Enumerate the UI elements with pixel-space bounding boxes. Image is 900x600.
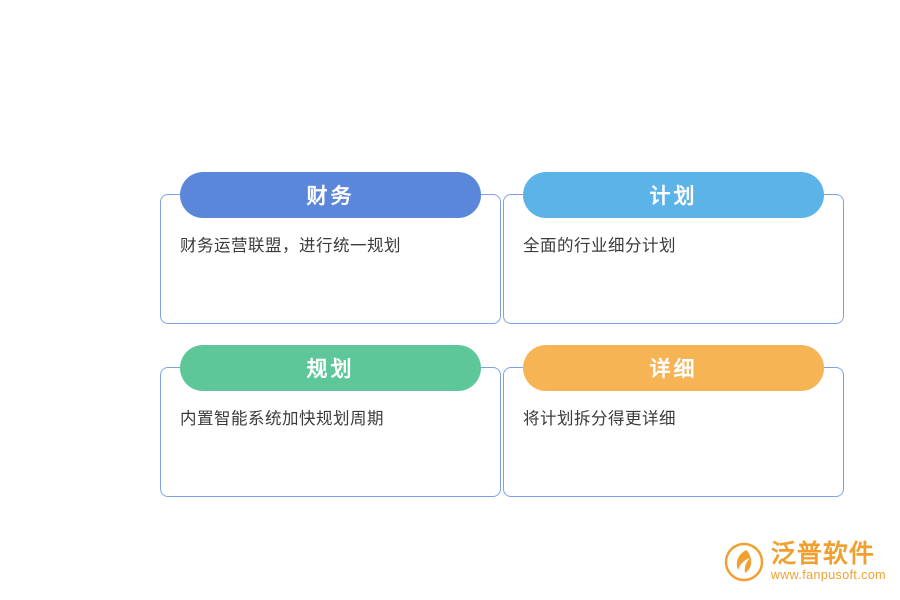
- card-planning[interactable]: 规划 内置智能系统加快规划周期: [160, 345, 503, 500]
- card-header-finance[interactable]: 财务: [180, 172, 481, 218]
- card-title: 计划: [649, 185, 698, 208]
- watermark-url: www.fanpusoft.com: [770, 568, 886, 582]
- card-title: 规划: [306, 358, 355, 381]
- card-description: 将计划拆分得更详细: [523, 410, 676, 428]
- watermark-brand: 泛普软件: [770, 539, 875, 568]
- card-header-detail[interactable]: 详细: [523, 345, 824, 391]
- watermark: 泛普软件 www.fanpusoft.com: [724, 538, 886, 586]
- card-header-plan[interactable]: 计划: [523, 172, 824, 218]
- card-title: 详细: [649, 358, 698, 381]
- card-header-planning[interactable]: 规划: [180, 345, 481, 391]
- card-description: 财务运营联盟，进行统一规划: [180, 237, 401, 255]
- card-description: 全面的行业细分计划: [523, 237, 676, 255]
- fanpu-logo-icon: [724, 542, 764, 582]
- card-finance[interactable]: 财务 财务运营联盟，进行统一规划: [160, 172, 503, 327]
- card-plan[interactable]: 计划 全面的行业细分计划: [503, 172, 846, 327]
- card-description: 内置智能系统加快规划周期: [180, 410, 384, 428]
- card-title: 财务: [306, 185, 355, 208]
- watermark-text: 泛普软件 www.fanpusoft.com: [770, 539, 886, 584]
- card-detail[interactable]: 详细 将计划拆分得更详细: [503, 345, 846, 500]
- card-grid: 财务 财务运营联盟，进行统一规划 计划 全面的行业细分计划 规划 内置智能系统加…: [160, 172, 844, 500]
